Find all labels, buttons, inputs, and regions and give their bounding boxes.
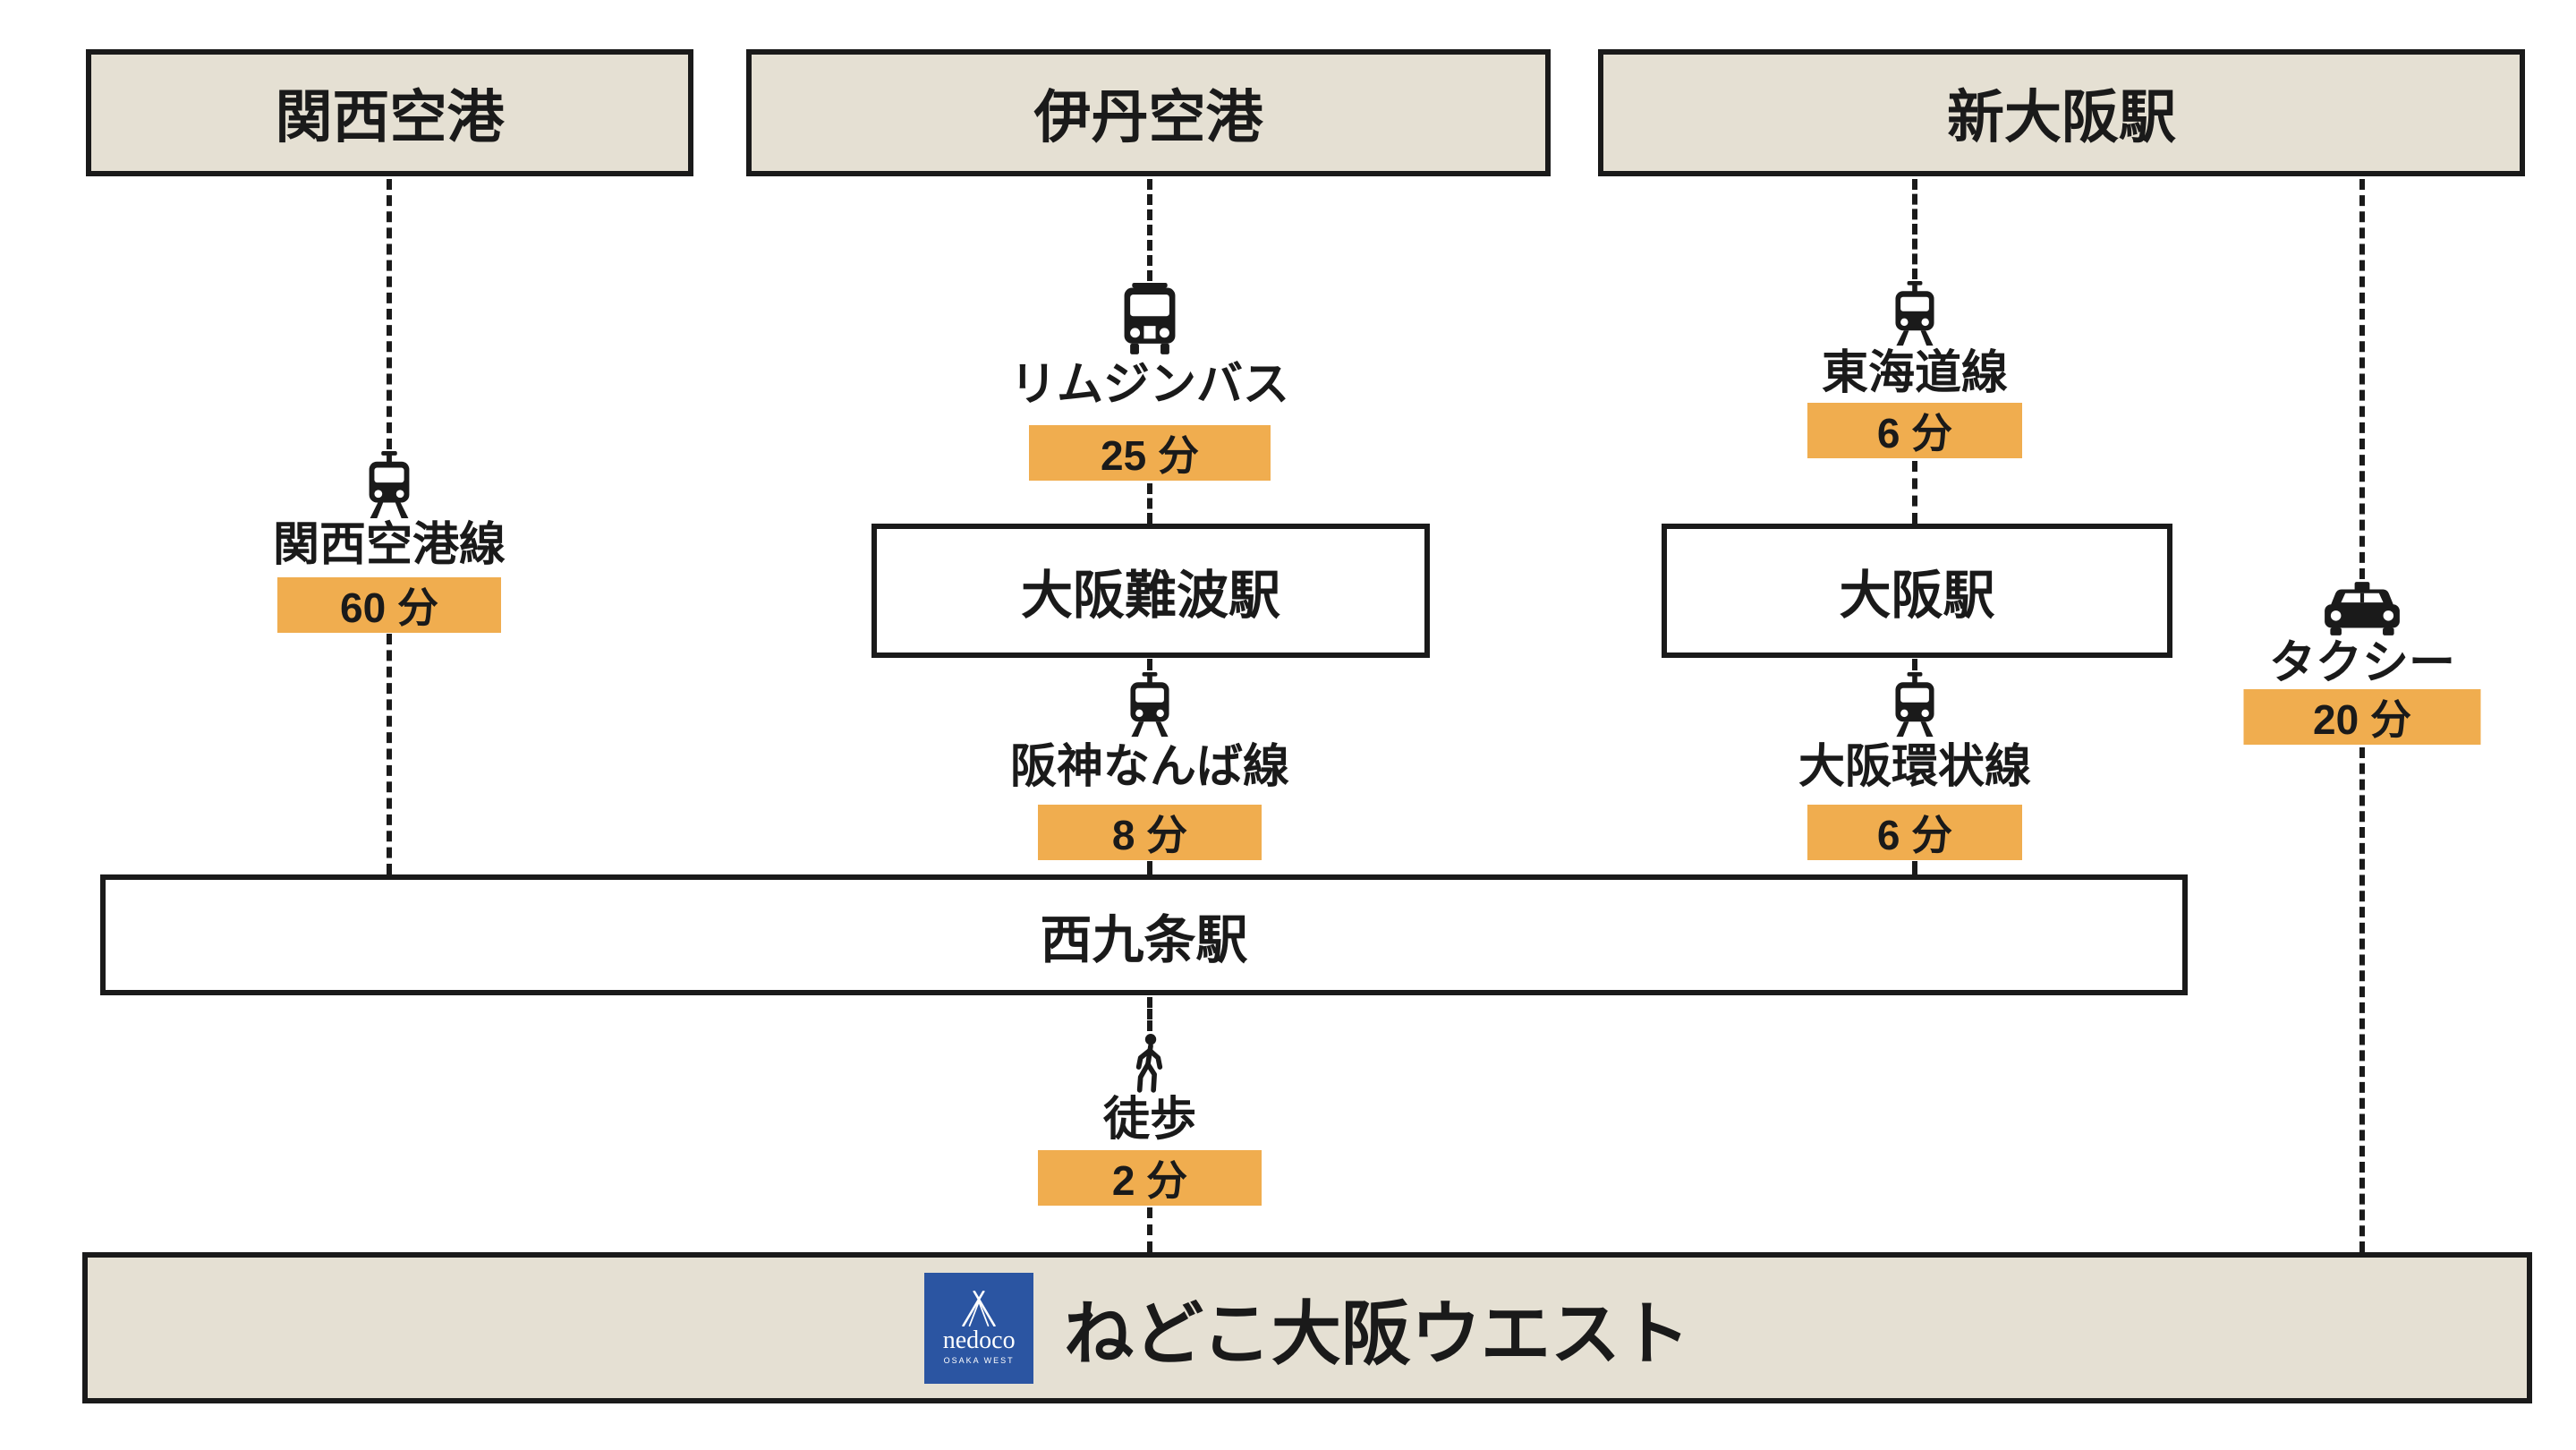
dashed-connector — [1912, 861, 1917, 874]
duration-chip-kansai-airport-line: 60 分 — [277, 577, 501, 633]
origin-box-shin-osaka-station: 新大阪駅 — [1598, 49, 2525, 176]
station-label-nishikujo: 西九条駅 — [1040, 910, 1248, 969]
logo-subtext: OSAKA WEST — [943, 1356, 1015, 1365]
route-label-kansai-airport-line: 関西空港線 — [265, 519, 514, 572]
taxi-icon — [2317, 580, 2407, 638]
duration-chip-limousine-bus: 25 分 — [1029, 425, 1271, 481]
route-label-limousine-bus: リムジンバス — [1002, 359, 1297, 412]
origin-label-kansai-airport: 関西空港 — [275, 85, 505, 149]
route-label-osaka-loop-line: 大阪環状線 — [1790, 741, 2039, 794]
dashed-connector — [1147, 483, 1152, 524]
route-label-taxi: タクシー — [2261, 637, 2463, 690]
origin-box-itami-airport: 伊丹空港 — [746, 49, 1551, 176]
duration-chip-taxi: 20 分 — [2243, 689, 2481, 745]
train-icon — [1883, 279, 1946, 348]
bus-icon — [1113, 281, 1186, 357]
route-label-hanshin-namba-line: 阪神なんば線 — [1002, 741, 1297, 794]
origin-label-shin-osaka-station: 新大阪駅 — [1947, 85, 2176, 149]
origin-label-itami-airport: 伊丹空港 — [1033, 85, 1263, 149]
dashed-connector — [1912, 461, 1917, 524]
origin-box-kansai-airport: 関西空港 — [86, 49, 693, 176]
dashed-connector — [1147, 659, 1152, 670]
dashed-connector — [387, 179, 392, 449]
dashed-connector — [1912, 179, 1917, 279]
station-box-nishikujo: 西九条駅 — [100, 874, 2188, 995]
dashed-connector — [2359, 747, 2365, 1252]
route-label-tokaido-line: 東海道線 — [1814, 347, 2016, 400]
dashed-connector — [2359, 179, 2365, 579]
dashed-connector — [1912, 659, 1917, 670]
route-label-walk: 徒歩 — [1095, 1094, 1204, 1147]
logo-wordmark: nedoco — [942, 1326, 1016, 1354]
dashed-connector — [387, 634, 392, 874]
station-box-osaka: 大阪駅 — [1662, 524, 2172, 658]
tent-icon — [955, 1291, 1003, 1326]
station-label-osaka: 大阪駅 — [1839, 567, 1995, 625]
duration-chip-walk: 2 分 — [1038, 1150, 1262, 1206]
duration-chip-osaka-loop-line: 6 分 — [1807, 805, 2022, 860]
dashed-connector — [1147, 179, 1152, 281]
train-icon — [357, 449, 421, 521]
duration-chip-tokaido-line: 6 分 — [1807, 403, 2022, 458]
destination-title: ねどこ大阪ウエスト — [1064, 1293, 1690, 1373]
dashed-connector — [1147, 1207, 1152, 1252]
duration-chip-hanshin-namba-line: 8 分 — [1038, 805, 1262, 860]
walk-icon — [1126, 1031, 1174, 1096]
destination-box: nedoco OSAKA WEST ねどこ大阪ウエスト — [82, 1252, 2532, 1403]
train-icon — [1118, 670, 1181, 739]
dashed-connector — [1147, 997, 1152, 1031]
station-label-osaka-namba: 大阪難波駅 — [1020, 567, 1280, 625]
dashed-connector — [1147, 861, 1152, 874]
station-box-osaka-namba: 大阪難波駅 — [871, 524, 1430, 658]
train-icon — [1883, 670, 1946, 739]
nedoco-logo: nedoco OSAKA WEST — [924, 1272, 1034, 1384]
